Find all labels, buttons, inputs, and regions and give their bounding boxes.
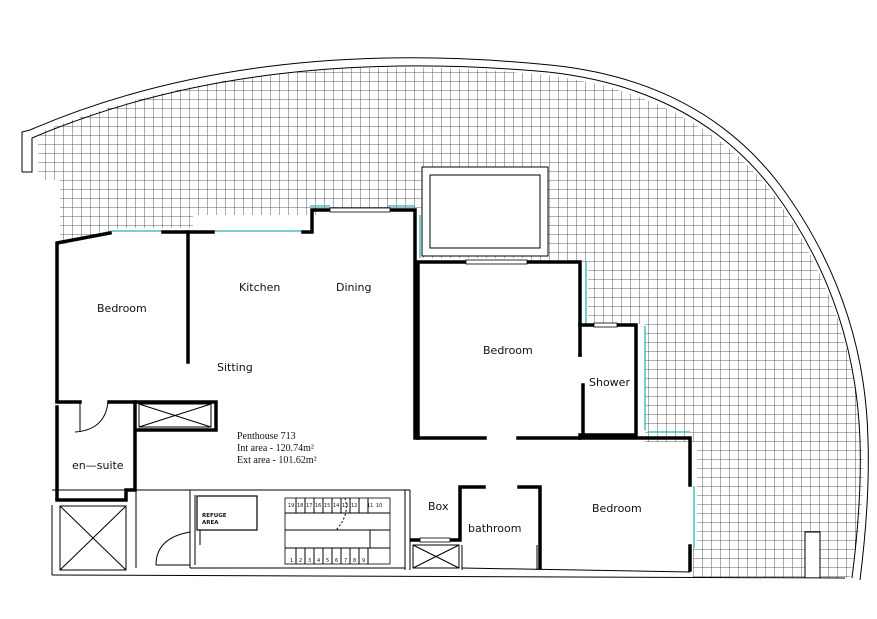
room-label-box: Box (428, 500, 449, 513)
stair-step-label: 11 (367, 503, 373, 509)
penthouse-title: Penthouse 713 (237, 431, 296, 442)
room-label-bedroom-east: Bedroom (592, 502, 642, 515)
stair-step-label: 4 (317, 558, 320, 564)
stair-step-label: 16 (315, 503, 321, 509)
stair-step-label: 7 (344, 558, 347, 564)
stair-step-label: 3 (308, 558, 311, 564)
stair-step-label: 10 (376, 503, 382, 509)
refuge-area-label-line1: REFUGE (202, 513, 227, 519)
room-label-kitchen: Kitchen (239, 281, 280, 294)
stair-step-label: 13 (342, 503, 348, 509)
stair-step-label: 8 (353, 558, 356, 564)
staircase: 19 18 17 16 15 14 13 12 11 10 1 2 3 4 5 … (284, 497, 391, 565)
stair-step-label: 14 (333, 503, 339, 509)
terrace-parapet (21, 57, 869, 581)
room-label-shower: Shower (589, 376, 630, 389)
stair-numbers-bottom: 1 2 3 4 5 6 7 8 9 (290, 558, 365, 564)
stair-step-label: 15 (324, 503, 330, 509)
windows (329, 207, 618, 543)
pool (421, 166, 549, 257)
room-label-en-suite: en—suite (72, 459, 124, 472)
room-label-bedroom-center: Bedroom (483, 344, 533, 357)
stair-step-label: 18 (297, 503, 303, 509)
refuge-area-label-line2: AREA (202, 520, 219, 526)
room-label-bathroom: bathroom (468, 522, 521, 535)
ext-area: Ext area - 101.62m² (237, 455, 317, 466)
stair-step-label: 17 (306, 503, 312, 509)
doors (74, 401, 191, 566)
stair-step-label: 19 (288, 503, 294, 509)
room-label-sitting: Sitting (217, 361, 253, 374)
stair-numbers-top: 19 18 17 16 15 14 13 12 11 10 (288, 503, 382, 509)
room-label-bedroom-west: Bedroom (97, 302, 147, 315)
stair-step-label: 2 (299, 558, 302, 564)
stair-step-label: 1 (290, 558, 293, 564)
room-label-dining: Dining (336, 281, 372, 294)
stair-step-label: 12 (351, 503, 357, 509)
stair-step-label: 5 (326, 558, 329, 564)
stair-step-label: 9 (362, 558, 365, 564)
stair-step-label: 6 (335, 558, 338, 564)
int-area: Int area - 120.74m² (237, 443, 314, 454)
service-outlines (51, 403, 846, 579)
